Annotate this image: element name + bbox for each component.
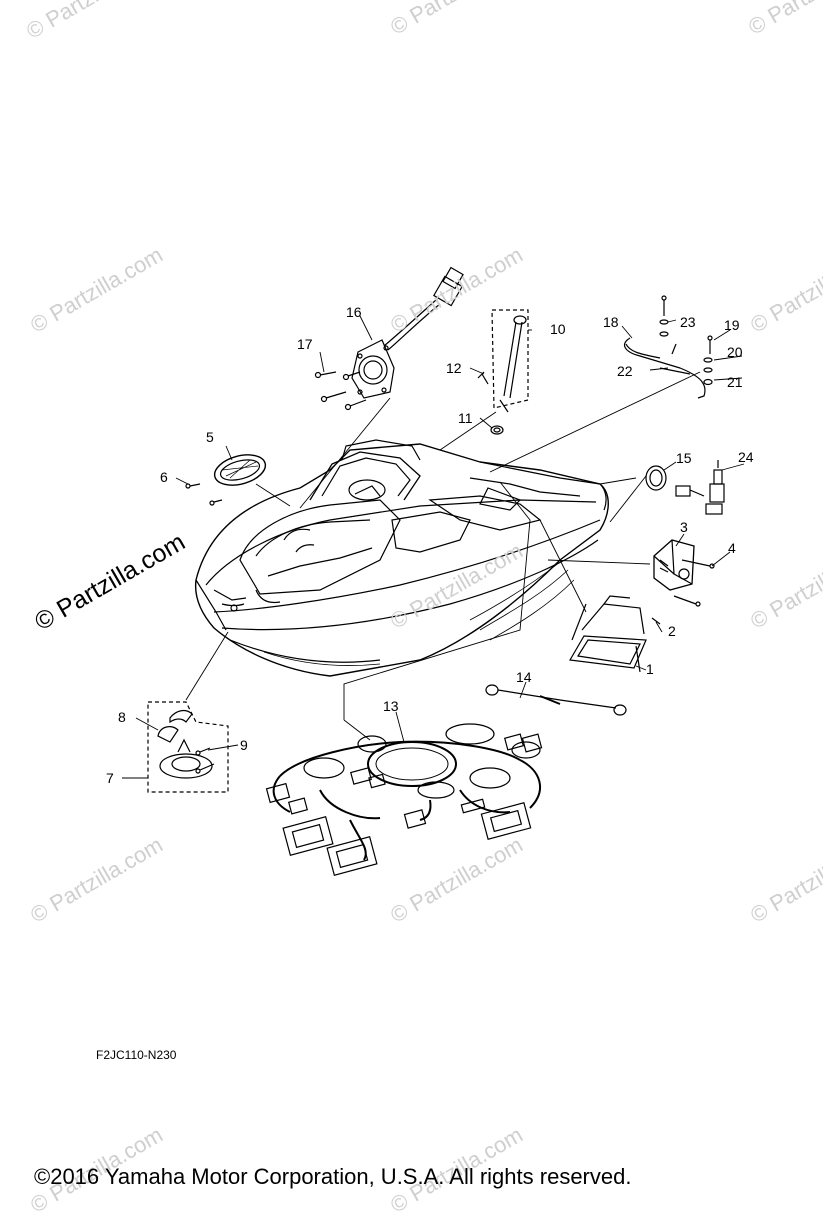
part-2-bolt [651, 617, 661, 625]
part-15-grommet [645, 465, 667, 491]
callout-13: 13 [383, 698, 399, 714]
callout-24: 24 [738, 449, 754, 465]
callout-22: 22 [617, 363, 633, 379]
part-23-bolt [659, 295, 677, 355]
part-9-screws [195, 747, 215, 774]
callout-12: 12 [446, 360, 462, 376]
callout-9: 9 [240, 737, 248, 753]
callout-15: 15 [676, 450, 692, 466]
callout-16: 16 [346, 304, 362, 320]
callout-23: 23 [680, 314, 696, 330]
part-10-mount [491, 309, 529, 413]
parts-19-21-hardware [703, 335, 713, 386]
part-14-cable [485, 684, 627, 716]
part-7-bow-light [147, 701, 229, 793]
callout-21: 21 [727, 374, 743, 390]
callout-18: 18 [603, 314, 619, 330]
callout-7: 7 [106, 770, 114, 786]
callout-1: 1 [646, 661, 654, 677]
part-8-lens [157, 709, 193, 743]
part-16-speaker-bezel [351, 266, 464, 399]
callout-3: 3 [680, 519, 688, 535]
diagram-code: F2JC110-N230 [96, 1048, 177, 1062]
part-13-wire-harness [272, 723, 541, 861]
part-3-control-box [653, 539, 695, 591]
part-11-grommet [490, 425, 504, 435]
callout-5: 5 [206, 429, 214, 445]
callout-11: 11 [458, 410, 473, 426]
callout-14: 14 [516, 669, 532, 685]
callout-19: 19 [724, 317, 740, 333]
callout-10: 10 [550, 321, 566, 337]
part-18-bracket [623, 337, 706, 399]
copyright-notice: ©2016 Yamaha Motor Corporation, U.S.A. A… [34, 1164, 632, 1189]
callout-6: 6 [160, 469, 168, 485]
part-12-pin [477, 371, 489, 385]
callout-20: 20 [727, 344, 743, 360]
callout-4: 4 [728, 540, 736, 556]
callout-8: 8 [118, 709, 126, 725]
part-13-connectors [265, 733, 543, 876]
callout-17: 17 [297, 336, 313, 352]
callout-2: 2 [668, 623, 676, 639]
part-4-bolts [673, 559, 715, 607]
boat-hull [194, 439, 609, 677]
leader-lines [122, 315, 745, 779]
part-1-battery-tray [569, 595, 647, 673]
part-5-speaker-grille [213, 454, 267, 486]
part-17-screws [314, 371, 367, 411]
part-6-screws [185, 483, 223, 506]
part-24-sensor [675, 460, 725, 515]
